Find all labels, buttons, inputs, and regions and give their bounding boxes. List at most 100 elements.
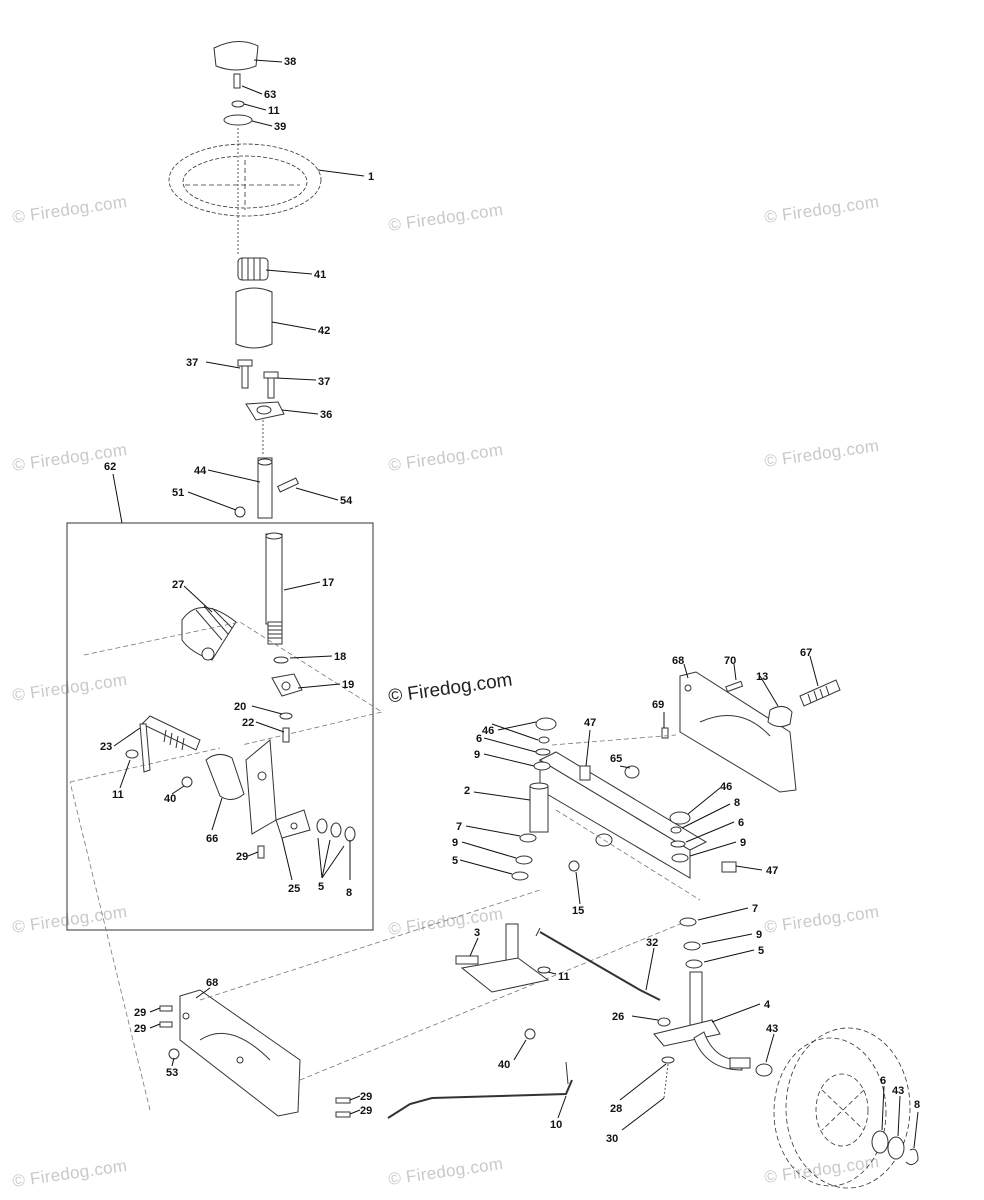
leader-lines	[113, 59, 919, 1149]
callout: 22	[242, 717, 254, 729]
callout-labels: 38 63 11 39 1 41 42 37 37 36 62 44 51 54…	[100, 56, 920, 1145]
adapter-41	[237, 257, 269, 281]
washer-9c	[515, 855, 533, 865]
bolts-37	[237, 359, 279, 399]
bracket-36	[245, 401, 285, 421]
callout: 37	[186, 357, 198, 369]
callout: 43	[892, 1085, 904, 1097]
callout: 9	[452, 837, 458, 849]
nut-40	[181, 776, 193, 788]
callout: 29	[134, 1007, 146, 1019]
nut-51	[234, 506, 246, 518]
bushing-42	[235, 287, 273, 349]
callout: 25	[288, 883, 300, 895]
callout: 9	[474, 749, 480, 761]
callout: 19	[342, 679, 354, 691]
callout: 46	[482, 725, 494, 737]
shaft-44	[257, 457, 273, 519]
washer-43a	[755, 1063, 773, 1077]
callout: 42	[318, 325, 330, 337]
bolt-70	[725, 680, 744, 693]
callout: 46	[720, 781, 732, 793]
washers-5	[316, 818, 356, 842]
callout: 13	[756, 671, 768, 683]
callout: 11	[268, 105, 280, 117]
callout: 37	[318, 376, 330, 388]
callout: 29	[134, 1023, 146, 1035]
block-19	[271, 673, 303, 697]
callout: 70	[724, 655, 736, 667]
callout: 15	[572, 905, 584, 917]
callout: 6	[738, 817, 744, 829]
callout: 39	[274, 121, 286, 133]
callout: 28	[610, 1103, 622, 1115]
washer-5b	[511, 871, 529, 881]
callout: 5	[758, 945, 764, 957]
washer-9b	[671, 853, 689, 863]
steering-wheel	[168, 143, 322, 217]
callout: 44	[194, 465, 207, 477]
callout: 10	[550, 1119, 562, 1131]
washer-6a	[535, 748, 551, 756]
callout: 11	[112, 789, 124, 801]
bolt-67	[799, 679, 841, 707]
callout: 9	[740, 837, 746, 849]
cap-46b	[669, 811, 691, 825]
callout: 66	[206, 833, 218, 845]
callout: 18	[334, 651, 346, 663]
callout: 54	[340, 495, 353, 507]
cap-46a	[535, 717, 557, 731]
callout: 26	[612, 1011, 624, 1023]
callout: 32	[646, 937, 658, 949]
tube-2	[529, 782, 549, 833]
callout: 20	[234, 701, 246, 713]
callout: 4	[764, 999, 771, 1011]
drag-link-10	[387, 1061, 573, 1119]
washer-7a	[519, 833, 537, 843]
callout: 3	[474, 927, 480, 939]
callout: 68	[206, 977, 218, 989]
callout: 43	[766, 1023, 778, 1035]
washer-18	[273, 656, 289, 664]
washer-11c	[537, 966, 551, 974]
callout: 7	[456, 821, 462, 833]
bolt-54	[277, 477, 299, 493]
pin-69	[661, 727, 669, 739]
clip-8c	[670, 826, 682, 834]
callout: 36	[320, 409, 332, 421]
washer-5c	[685, 959, 703, 969]
pinion-shaft-23	[139, 715, 201, 773]
washer-11b	[125, 749, 139, 759]
callout: 11	[558, 971, 570, 983]
front-wheel	[773, 1027, 911, 1189]
callout: 23	[100, 741, 112, 753]
spindle-3	[455, 923, 550, 993]
callout: 41	[314, 269, 326, 281]
callout: 1	[368, 171, 374, 183]
washer-6c	[871, 1130, 889, 1154]
washer-28	[661, 1056, 675, 1064]
washer-6b	[670, 840, 686, 848]
steering-cap	[213, 41, 259, 71]
callout: 63	[264, 89, 276, 101]
screw-22	[282, 727, 290, 743]
frame-bracket-68-right	[679, 671, 797, 793]
fitting-47b	[721, 861, 737, 873]
washer-7b	[679, 917, 697, 927]
callout: 17	[322, 577, 334, 589]
callout: 2	[464, 785, 470, 797]
callout: 5	[452, 855, 458, 867]
bolts-29-left	[159, 1005, 351, 1118]
callout: 6	[880, 1075, 886, 1087]
spacer-13	[767, 706, 793, 728]
washer-20	[279, 712, 293, 720]
callout: 29	[360, 1091, 372, 1103]
callout: 47	[766, 865, 778, 877]
nut-26	[657, 1017, 671, 1027]
callout: 40	[498, 1059, 510, 1071]
callout: 8	[914, 1099, 920, 1111]
callout: 51	[172, 487, 184, 499]
spindle-4	[653, 971, 751, 1071]
clip-8a	[538, 736, 550, 744]
callout: 47	[584, 717, 596, 729]
